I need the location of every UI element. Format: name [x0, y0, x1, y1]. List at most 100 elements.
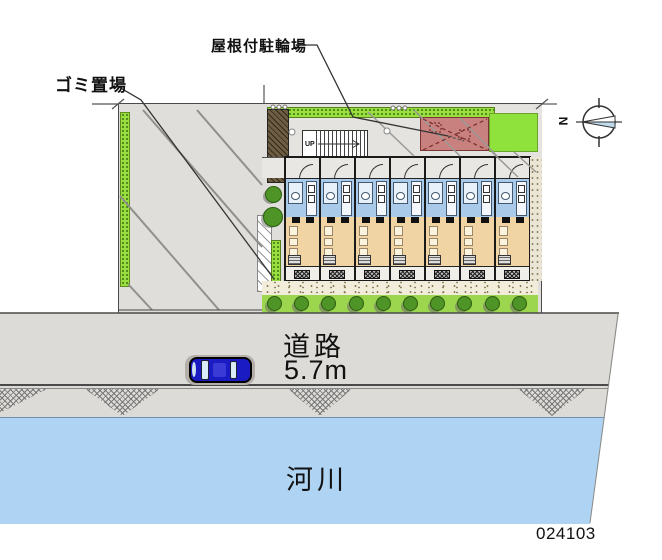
- entrance-door-arc: [299, 164, 313, 179]
- unit-living-room: [461, 217, 494, 266]
- shrub-bush: [484, 296, 500, 311]
- wall-segment: [411, 217, 419, 223]
- apartment-unit: [424, 158, 459, 280]
- wall-segment: [306, 217, 314, 223]
- car-front-light: [192, 362, 196, 377]
- unit-living-room: [496, 217, 529, 266]
- covered-bicycle-parking-area: [420, 117, 489, 151]
- car-body: [189, 357, 252, 383]
- entrance-door-arc: [404, 164, 418, 179]
- balcony: [461, 266, 494, 280]
- compass-north-label: N: [556, 116, 571, 126]
- compass-icon: [576, 98, 622, 147]
- kitchen-sink: [308, 195, 315, 203]
- toilet-icon: [501, 192, 510, 200]
- toilet-icon: [396, 192, 405, 200]
- furniture: [429, 238, 438, 246]
- furniture: [499, 238, 508, 246]
- lawn-area: [489, 113, 538, 152]
- wall-segment: [362, 217, 370, 223]
- shrub-bush: [375, 296, 391, 311]
- bed-icon: [288, 255, 301, 265]
- entrance-door-arc: [334, 164, 348, 179]
- ac-unit-icon: [294, 270, 310, 279]
- entrance-door-arc: [509, 164, 523, 179]
- unit-wet-area: [286, 178, 319, 217]
- furniture: [394, 226, 403, 236]
- entrance-door-arc: [439, 164, 453, 179]
- apartment-unit: [389, 158, 424, 280]
- wall-segment: [432, 217, 440, 223]
- shrub-bush: [403, 296, 418, 311]
- unit-living-room: [426, 217, 459, 266]
- stair-treads: [316, 131, 367, 157]
- ac-unit-icon: [504, 270, 520, 279]
- balcony: [321, 266, 354, 280]
- stairs: UP: [302, 130, 368, 158]
- bed-icon: [463, 255, 476, 265]
- bed-icon: [428, 255, 441, 265]
- apartment-unit: [319, 158, 354, 280]
- toilet-icon: [466, 192, 475, 200]
- wall-segment: [502, 217, 510, 223]
- ac-unit-icon: [329, 270, 345, 279]
- ac-unit-icon: [434, 270, 450, 279]
- entrance-door-arc: [474, 164, 488, 179]
- kitchen-burner: [448, 185, 455, 193]
- river-area: [0, 417, 619, 524]
- drawing-number: 024103: [536, 524, 596, 543]
- stairs-up-label: UP: [305, 141, 315, 148]
- kitchen-sink: [413, 195, 420, 203]
- ac-unit-icon: [469, 270, 485, 279]
- furniture: [464, 226, 473, 236]
- unit-living-room: [321, 217, 354, 266]
- wall-segment: [467, 217, 475, 223]
- bed-icon: [358, 255, 371, 265]
- unit-wet-area: [426, 178, 459, 217]
- unit-wet-area: [496, 178, 529, 217]
- embankment-top-line: [0, 388, 619, 389]
- kitchen-sink: [378, 195, 385, 203]
- bush: [263, 207, 283, 227]
- wall-segment: [327, 217, 335, 223]
- kitchen-sink: [448, 195, 455, 203]
- furniture: [499, 226, 508, 236]
- covered-bicycle-parking-label: 屋根付駐輪場: [211, 38, 308, 55]
- river-label: 河川: [286, 465, 348, 495]
- shrub-bush: [457, 296, 473, 311]
- balcony: [496, 266, 529, 280]
- furniture: [359, 226, 368, 236]
- wall-segment: [397, 217, 405, 223]
- apartment-unit: [459, 158, 494, 280]
- kitchen-sink: [483, 195, 490, 203]
- kitchen-burner: [413, 185, 420, 193]
- garbage-area-label: ゴミ置場: [55, 76, 127, 95]
- kitchen-sink: [518, 195, 525, 203]
- unit-wet-area: [356, 178, 389, 217]
- gravel-strip-right: [530, 157, 542, 281]
- unit-wet-area: [391, 178, 424, 217]
- furniture: [359, 238, 368, 246]
- road-edge-line: [0, 384, 619, 386]
- wall-segment: [446, 217, 454, 223]
- shrub-bush: [267, 296, 282, 311]
- toilet-icon: [361, 192, 370, 200]
- car-rear-window: [230, 361, 237, 379]
- furniture: [394, 238, 403, 246]
- apartment-unit: [494, 158, 529, 280]
- shrub-bush: [321, 296, 337, 311]
- kitchen-burner: [308, 185, 315, 193]
- kitchen-burner: [483, 185, 490, 193]
- shrub-row: [262, 295, 538, 313]
- apartment-unit: [286, 158, 319, 280]
- car-roof: [213, 363, 226, 377]
- hedge-left: [120, 112, 130, 287]
- balcony: [426, 266, 459, 280]
- balcony: [391, 266, 424, 280]
- car-windshield: [201, 360, 209, 380]
- road-river-zone: [0, 313, 619, 524]
- furniture: [464, 238, 473, 246]
- toilet-icon: [291, 192, 300, 200]
- kitchen-burner: [518, 185, 525, 193]
